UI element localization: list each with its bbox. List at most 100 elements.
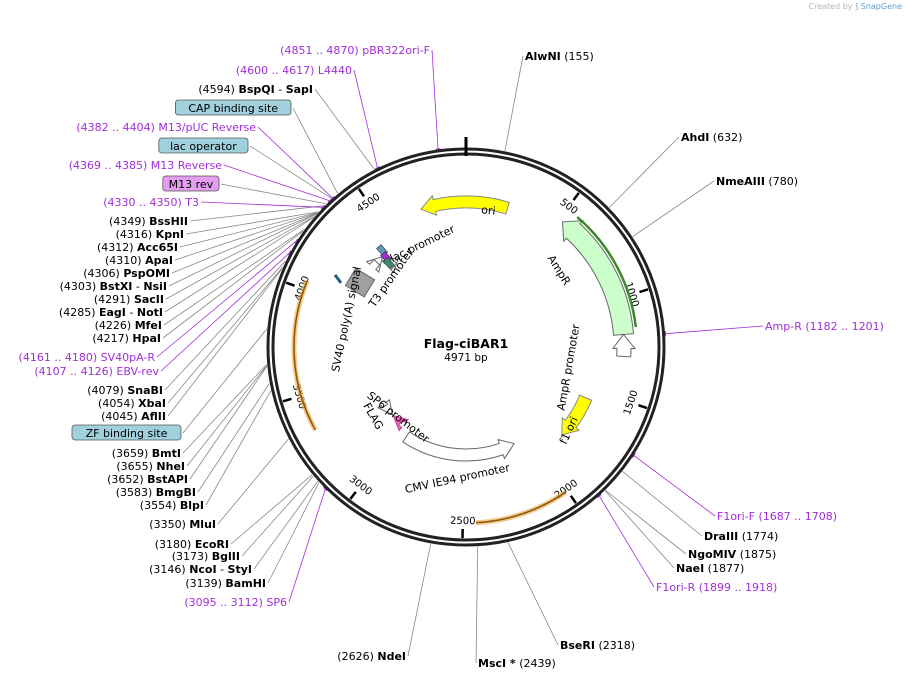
site-leader-line [167, 268, 283, 417]
feature-t3-arrow [365, 256, 384, 273]
site-name: NaeI [676, 562, 704, 575]
restriction-site-label: (4285) EagI - NotI [59, 306, 163, 319]
restriction-site-label: (4226) MfeI [95, 319, 162, 332]
plasmid-backbone [266, 137, 666, 547]
site-position: (3173) [172, 550, 212, 563]
primer-name: M13 Reverse [151, 159, 222, 172]
site-name: BmgBI [156, 486, 196, 499]
primer-name: Amp-R [765, 320, 805, 333]
primer-label: Amp-R (1182 .. 1201) [765, 320, 884, 333]
tick-mark [357, 188, 365, 198]
primer-label: (4369 .. 4385) M13 Reverse [69, 159, 222, 172]
site-leader-line [164, 260, 286, 391]
site-leader-line [504, 55, 524, 151]
tick-mark [282, 397, 292, 403]
site-leader-line [189, 205, 325, 222]
site-labels: AlwNI (155)AhdI (632)NmeAIII (780)Amp-R … [19, 44, 884, 670]
site-position: (4045) [101, 410, 141, 423]
site-position: (3652) [107, 473, 147, 486]
site-name: BmtI [152, 447, 181, 460]
feature-f1ori-arrow [561, 394, 593, 436]
site-leader-line [622, 471, 703, 537]
credit-brand: SnapGene [860, 2, 902, 11]
site-position: (4226) [95, 319, 135, 332]
site-leader-line [267, 482, 320, 584]
site-leader-line [182, 328, 268, 434]
site-leader-line [599, 495, 655, 588]
site-leader-line [186, 365, 268, 467]
primer-name: F1ori-F [717, 510, 758, 523]
tick-label: 500 [558, 197, 580, 217]
boxed-label-text: CAP binding site [188, 102, 278, 115]
boxed-feature-label: CAP binding site [174, 99, 292, 116]
boxed-label-bg [162, 175, 220, 192]
site-name: EagI [99, 306, 126, 319]
site-leader-line [253, 481, 319, 570]
site-name: Acc65I [137, 241, 178, 254]
primer-position: (4600 .. 4617) [236, 64, 318, 77]
feature-sv40-label: SV40 poly(A) signal [329, 265, 364, 373]
site-leader-line [604, 490, 675, 569]
site-leader-line [182, 364, 268, 454]
restriction-site-label: AhdI (632) [681, 131, 742, 144]
site-separator: - [217, 563, 228, 576]
site-position: (3554) [140, 499, 180, 512]
site-leader-line [314, 88, 375, 170]
site-name: AflII [141, 410, 166, 423]
site-separator: - [126, 306, 137, 319]
restriction-site-label: (4312) Acc65I [97, 241, 178, 254]
site-name: BlpI [180, 499, 204, 512]
primer-name: SP6 [266, 596, 287, 609]
restriction-site-label: (3173) BglII [172, 550, 240, 563]
site-leader-line [162, 230, 304, 339]
site-leader-line [223, 164, 330, 202]
primer-name: T3 [184, 196, 199, 209]
site-name: NmeAIII [716, 175, 765, 188]
boxed-feature-label: ZF binding site [71, 424, 182, 441]
boxed-label-bg [174, 99, 292, 116]
restriction-site-label: (3583) BmgBI [116, 486, 196, 499]
primer-position: (3095 .. 3112) [184, 596, 266, 609]
feature-sp6-arrow [376, 398, 394, 416]
site-leader-line [164, 217, 314, 313]
primer-name: pBR322ori-F [362, 44, 430, 57]
site-position: (1875) [736, 548, 776, 561]
primer-label: (3095 .. 3112) SP6 [184, 596, 287, 609]
feature-ori-arrow [420, 194, 510, 217]
site-name: BspQI [238, 83, 274, 96]
restriction-site-label: NmeAIII (780) [716, 175, 798, 188]
feature-flag-arrow [392, 414, 409, 432]
primer-position: (4851 .. 4870) [280, 44, 362, 57]
site-leader-line [189, 366, 268, 480]
site-leader-line [241, 475, 314, 557]
restriction-site-label: (4217) HpaI [92, 332, 161, 345]
snapgene-logo-icon: ⟆ [855, 2, 859, 11]
feature-cmv-label: CMV IE94 promoter [404, 461, 512, 496]
site-leader-line [174, 212, 318, 261]
tick-mark [639, 288, 649, 294]
restriction-site-label: (4310) ApaI [105, 254, 173, 267]
site-extra-name: StyI [228, 563, 252, 576]
restriction-site-label: (4079) SnaBI [87, 384, 163, 397]
site-position: (3180) [155, 538, 195, 551]
primer-position: (4161 .. 4180) [19, 351, 101, 364]
restriction-site-label: NgoMIV (1875) [688, 548, 776, 561]
site-leader-line [167, 266, 284, 404]
restriction-site-label: (4054) XbaI [98, 397, 166, 410]
site-position: (2318) [595, 639, 635, 652]
site-leader-line [431, 49, 439, 149]
tick-mark [569, 495, 578, 504]
site-leader-line [605, 490, 687, 555]
site-leader-line [217, 438, 289, 525]
site-position: (632) [709, 131, 742, 144]
tick-label: 2500 [450, 516, 476, 527]
site-leader-line [609, 136, 680, 208]
site-leader-line [475, 546, 479, 664]
site-position: (3659) [112, 447, 152, 460]
site-position: (4079) [87, 384, 127, 397]
site-position: (2439) [516, 657, 556, 670]
site-name: AhdI [681, 131, 709, 144]
site-name: BstAPI [147, 473, 188, 486]
site-name: KpnI [156, 228, 184, 241]
restriction-site-label: DraIII (1774) [704, 530, 778, 543]
